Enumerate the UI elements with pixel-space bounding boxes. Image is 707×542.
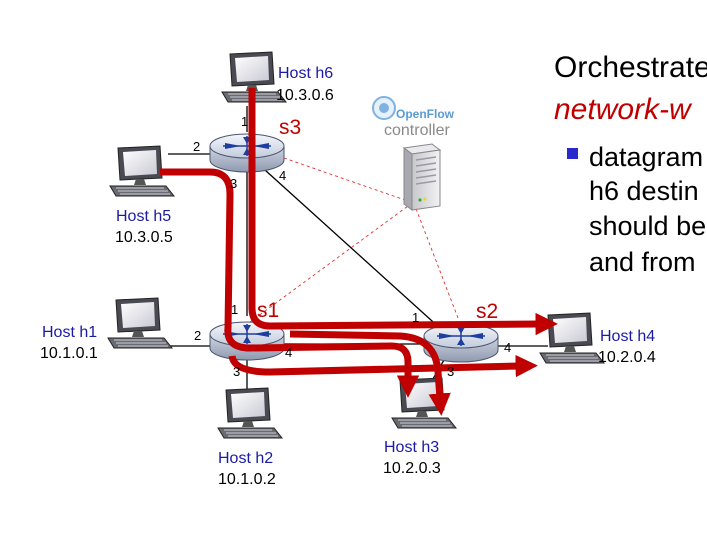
port-label-s1-3: 3 — [233, 364, 240, 379]
flow-h5-to-h3 — [160, 168, 420, 398]
bullet-line-2: h6 destin — [589, 176, 699, 206]
host-h4-ip: 10.2.0.4 — [598, 349, 656, 366]
host-h3-ip: 10.2.0.3 — [383, 460, 441, 477]
ctrl-link-s3 — [283, 157, 406, 201]
port-label-s2-3: 3 — [447, 364, 454, 379]
port-label-s2-4: 4 — [504, 340, 511, 355]
slide-title: Orchestrate — [554, 51, 707, 84]
bullet-line-3: should be — [589, 211, 706, 241]
host-h5-ip: 10.3.0.5 — [115, 229, 173, 246]
port-label-s2-1: 1 — [412, 310, 419, 325]
controller: OpenFlow controller — [372, 96, 455, 211]
bullet-square-icon — [567, 148, 578, 159]
port-label-s3-2: 2 — [193, 139, 200, 154]
controller-links — [249, 157, 459, 323]
flow-s1-to-h4 — [228, 354, 538, 378]
switch-label-s2: s2 — [476, 300, 498, 323]
host-h2-ip: 10.1.0.2 — [218, 471, 276, 488]
switch-label-s3: s3 — [279, 116, 301, 139]
host-h1-ip: 10.1.0.1 — [40, 345, 98, 362]
port-label-s3-4: 4 — [279, 168, 286, 183]
bullet-line-4: and from — [589, 247, 696, 277]
openflow-logo-icon — [372, 96, 396, 120]
server-icon — [402, 143, 442, 211]
link-s3-s2 — [264, 169, 443, 331]
host-h5-name: Host h5 — [116, 208, 171, 225]
switch-label-s1: s1 — [257, 299, 279, 322]
switch-s3 — [209, 133, 285, 173]
host-h3-name: Host h3 — [384, 439, 439, 456]
host-h4-icon — [539, 312, 605, 364]
bullet-line-1: datagram — [589, 142, 703, 172]
controller-label: controller — [384, 122, 450, 139]
port-label-s3-3: 3 — [230, 176, 237, 191]
openflow-brand: OpenFlow — [396, 107, 455, 121]
flow-paths — [160, 88, 558, 416]
port-label-s1-1: 1 — [231, 302, 238, 317]
ctrl-link-s2 — [414, 205, 459, 319]
port-label-s3-1: 1 — [241, 114, 248, 129]
host-h1-icon — [107, 297, 173, 349]
host-h6-name: Host h6 — [278, 65, 333, 82]
ctrl-link-s1 — [249, 205, 409, 323]
port-label-s1-4: 4 — [285, 345, 292, 360]
host-h2-name: Host h2 — [218, 450, 273, 467]
port-label-s1-2: 2 — [194, 328, 201, 343]
host-h1-name: Host h1 — [42, 324, 97, 341]
host-h3-icon — [391, 377, 457, 429]
flow-h6-to-h4 — [248, 88, 558, 336]
host-h2-icon — [217, 387, 283, 439]
slide-subtitle: network-w — [554, 93, 693, 126]
host-h4-name: Host h4 — [600, 328, 655, 345]
host-h6-ip: 10.3.0.6 — [276, 87, 334, 104]
